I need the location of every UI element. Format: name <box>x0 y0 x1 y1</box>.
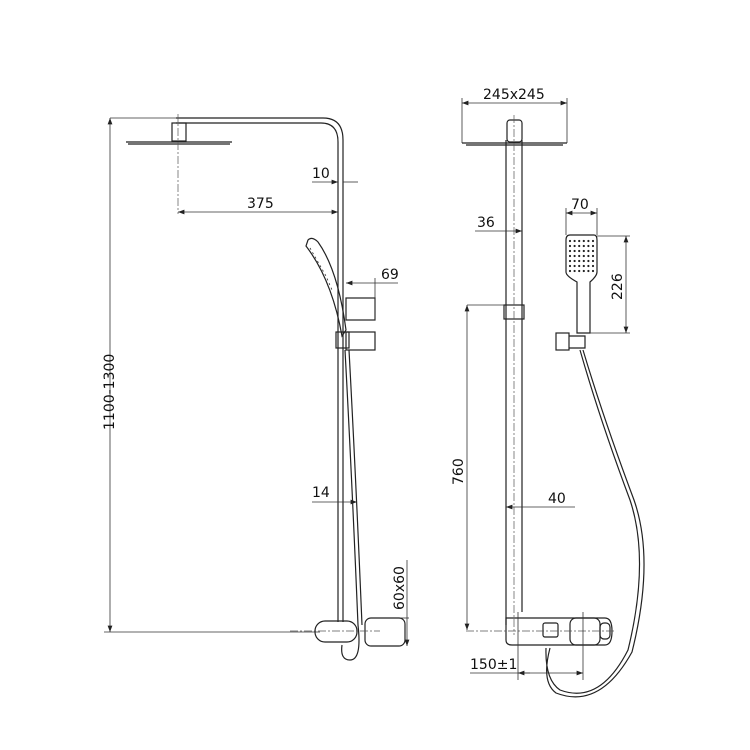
nozzle-dot <box>582 239 585 243</box>
side-hose <box>341 349 363 661</box>
label-pipe-offset: 10 <box>312 166 330 182</box>
nozzle-dot <box>573 254 576 258</box>
nozzle-dot <box>591 264 595 268</box>
label-head-size: 245x245 <box>483 87 545 103</box>
front-shower-head <box>462 142 567 146</box>
side-head-connector <box>171 122 187 142</box>
label-arm-reach: 375 <box>247 196 274 212</box>
nozzle-dot <box>591 269 595 273</box>
nozzle-dot <box>591 249 595 253</box>
front-holder <box>569 335 586 349</box>
label-mixer-size: 60x60 <box>392 566 408 610</box>
nozzle-dot <box>568 249 572 253</box>
nozzle-dot <box>582 249 585 253</box>
nozzle-dot <box>578 269 581 273</box>
side-mixer-body <box>314 620 358 643</box>
front-hand-shower <box>565 234 598 334</box>
nozzle-dot <box>582 244 585 248</box>
nozzle-dot <box>591 254 595 258</box>
nozzle-dot <box>568 244 572 248</box>
nozzle-dot <box>568 259 572 263</box>
side-holder <box>335 331 350 349</box>
nozzle-dot <box>568 239 572 243</box>
nozzle-dot <box>587 269 590 273</box>
nozzle-dot <box>591 244 595 248</box>
label-inlet-spacing: 150±1 <box>470 657 517 673</box>
front-riser-pipe <box>505 140 523 625</box>
label-bracket-depth: 69 <box>381 267 399 283</box>
nozzle-dot <box>587 259 590 263</box>
side-mixer-knob <box>364 617 406 647</box>
label-pipe-diameter: 36 <box>477 215 495 231</box>
nozzle-dot <box>587 254 590 258</box>
nozzle-dot <box>587 249 590 253</box>
side-shower-head <box>126 141 232 145</box>
nozzle-dot <box>578 244 581 248</box>
front-view: 245x245 36 760 40 70 226 150±1 <box>451 87 645 698</box>
nozzle-dot <box>582 264 585 268</box>
nozzle-dot <box>578 239 581 243</box>
nozzle-dot <box>591 239 595 243</box>
hand-shower-nozzles <box>568 239 595 273</box>
nozzle-dot <box>568 264 572 268</box>
nozzle-dot <box>578 264 581 268</box>
nozzle-dot <box>582 269 585 273</box>
nozzle-dot <box>578 254 581 258</box>
nozzle-dot <box>582 259 585 263</box>
label-hand-width: 70 <box>571 197 589 213</box>
label-lower-pipe: 40 <box>548 491 566 507</box>
front-hose <box>545 349 645 698</box>
nozzle-dot <box>582 254 585 258</box>
nozzle-dot <box>587 239 590 243</box>
label-total-height: 1100-1300 <box>102 354 118 430</box>
nozzle-dot <box>573 259 576 263</box>
nozzle-dot <box>568 254 572 258</box>
nozzle-dot <box>591 259 595 263</box>
nozzle-dot <box>573 244 576 248</box>
nozzle-dot <box>578 259 581 263</box>
front-mixer-body <box>505 617 613 646</box>
nozzle-dot <box>573 239 576 243</box>
label-rail-height: 760 <box>451 458 467 485</box>
label-hand-length: 226 <box>610 273 626 300</box>
nozzle-dot <box>573 269 576 273</box>
nozzle-dot <box>587 264 590 268</box>
side-riser-pipe <box>176 117 344 622</box>
nozzle-dot <box>578 249 581 253</box>
nozzle-dot <box>573 264 576 268</box>
nozzle-dot <box>573 249 576 253</box>
nozzle-dot <box>568 269 572 273</box>
label-hose-offset: 14 <box>312 485 330 501</box>
nozzle-dot <box>587 244 590 248</box>
side-view: 1100-1300 375 10 69 14 60x60 <box>102 114 410 661</box>
side-hand-shower <box>305 237 347 338</box>
